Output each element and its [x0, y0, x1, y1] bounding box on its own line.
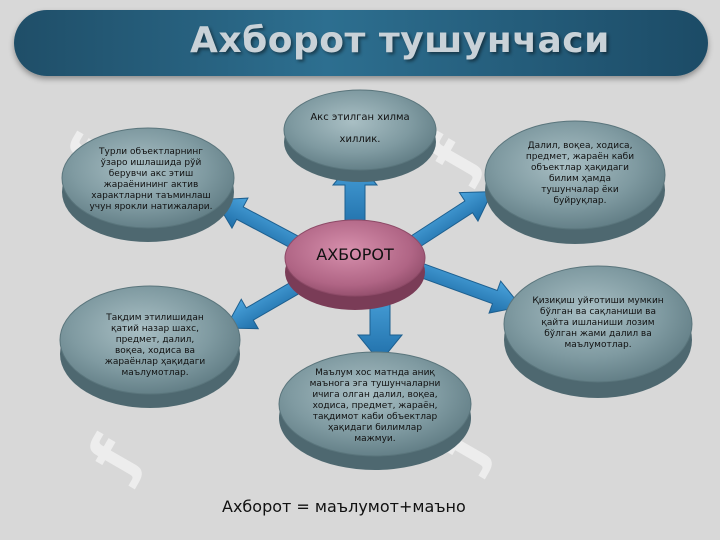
center-disc: [284, 219, 426, 310]
disc-text-top-right: Далил, воқеа, ходиса,предмет, жараён каб…: [525, 141, 635, 206]
disc-bottom-center: [278, 351, 472, 470]
arrow-down-right: [411, 260, 523, 314]
center-label: АХБОРОТ: [316, 245, 394, 264]
disc-top-left: [61, 127, 235, 242]
disc-top-right: [484, 120, 666, 244]
disc-top: [283, 89, 437, 182]
page-title: Ахборот тушунчаси: [190, 20, 610, 61]
disc-bottom-left: [59, 285, 241, 408]
title-banner: [14, 10, 708, 76]
arrow-up-right: [405, 191, 493, 252]
arrow-down-left: [224, 278, 305, 330]
disc-bottom-right: [503, 265, 693, 398]
formula: Ахборот = маълумот+маъно: [222, 497, 466, 516]
